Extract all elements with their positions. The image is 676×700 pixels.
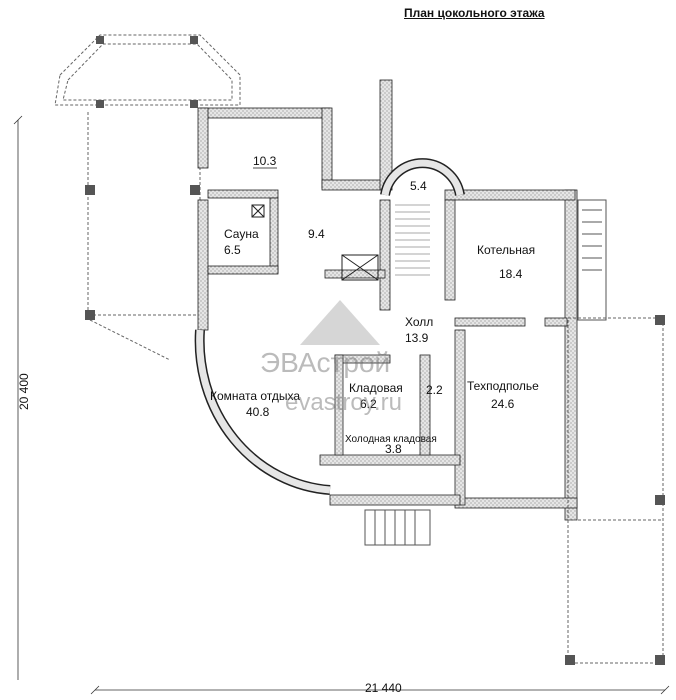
bottom-entry-stair bbox=[364, 509, 431, 546]
sauna-area: 6.5 bbox=[224, 243, 241, 257]
crawl-space-label: Техподполье bbox=[467, 379, 539, 393]
height-dimension: 20 400 bbox=[17, 373, 31, 410]
sauna-label: Сауна bbox=[224, 227, 259, 241]
stair bbox=[395, 204, 430, 276]
watermark-brand: ЭВАстрой bbox=[260, 347, 390, 378]
right-entry-stair bbox=[577, 199, 607, 321]
lounge-area: 40.8 bbox=[246, 405, 270, 419]
sauna-stove bbox=[251, 204, 265, 218]
dimension-lines bbox=[13, 115, 670, 695]
stair-area: 5.4 bbox=[410, 179, 427, 193]
canopy-posts bbox=[565, 315, 665, 665]
storage-area: 6.2 bbox=[360, 397, 377, 411]
hall-equipment bbox=[341, 254, 379, 281]
cold-storage-area: 3.8 bbox=[385, 442, 402, 456]
boiler-room-area: 18.4 bbox=[499, 267, 523, 281]
canopy bbox=[567, 317, 664, 664]
watermark-site: evastroy.ru bbox=[285, 389, 402, 416]
watermark-logo: ЭВАстрой evastroy.ru bbox=[260, 300, 402, 416]
room-2-2-area: 2.2 bbox=[426, 383, 443, 397]
room-9-4-area: 9.4 bbox=[308, 227, 325, 241]
storage-label: Кладовая bbox=[349, 381, 403, 395]
plan-title: План цокольного этажа bbox=[404, 6, 545, 20]
boiler-room-label: Котельная bbox=[477, 243, 535, 257]
room-10-3-area: 10.3 bbox=[253, 154, 277, 168]
cold-storage-label: Холодная кладовая bbox=[345, 434, 437, 445]
terrace-posts bbox=[85, 36, 200, 320]
crawl-space-area: 24.6 bbox=[491, 397, 515, 411]
walls bbox=[197, 79, 578, 521]
hall-label: Холл bbox=[405, 315, 433, 329]
width-dimension: 21 440 bbox=[365, 681, 402, 695]
lounge-label: Комната отдыха bbox=[210, 389, 300, 403]
hall-area: 13.9 bbox=[405, 331, 429, 345]
